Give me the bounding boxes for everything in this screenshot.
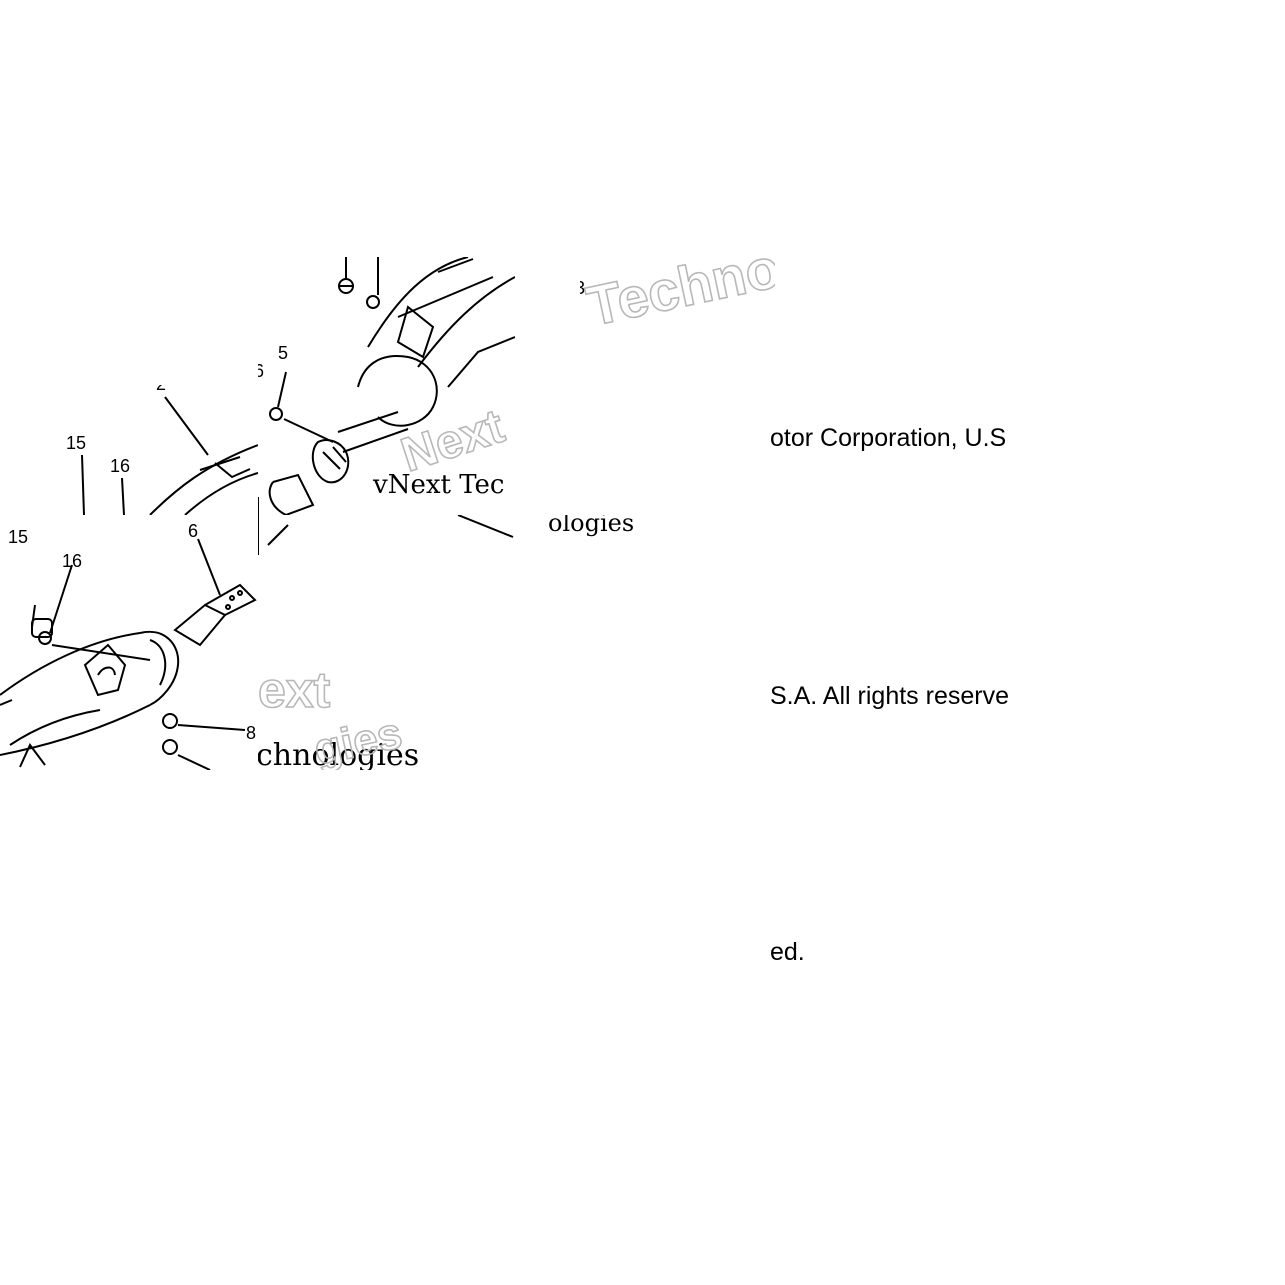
watermark-ext: ext xyxy=(258,662,331,718)
callout-5: 5 xyxy=(278,343,288,363)
diagram-tile-watermark: ext chnologies gies xyxy=(258,655,478,770)
watermark-ologies: ologies xyxy=(548,515,634,537)
watermark-chnologies: chnologies xyxy=(258,738,419,770)
callout-16: 16 xyxy=(110,456,130,476)
diagram-tile-mid: 2 15 16 xyxy=(0,385,258,515)
copyright-fragment-2: S.A. All rights reserve xyxy=(770,682,1009,710)
copyright-fragment-3: ed. xyxy=(770,938,805,966)
diagram-tile-top: 5 6 vNext Tec Next xyxy=(258,257,515,515)
callout-3: 3 xyxy=(580,278,585,298)
callout-8: 8 xyxy=(246,723,256,743)
watermark-techno-block: Techno 3 xyxy=(580,250,775,340)
callout-2: 2 xyxy=(156,385,166,394)
callout-15: 15 xyxy=(66,433,86,453)
callout-6-top: 6 xyxy=(258,361,264,381)
callout-16-bottom: 16 xyxy=(62,551,82,571)
diagram-tile-bottom: 15 16 6 8 xyxy=(0,515,258,770)
callout-6-bottom: 6 xyxy=(188,521,198,541)
callout-15-bottom: 15 xyxy=(8,527,28,547)
copyright-fragment-1: otor Corporation, U.S xyxy=(770,424,1007,452)
watermark-techno: Techno xyxy=(581,250,775,338)
watermark-serif-text: vNext Tec xyxy=(372,470,504,500)
diagram-tile-strip: ologies xyxy=(258,515,678,555)
